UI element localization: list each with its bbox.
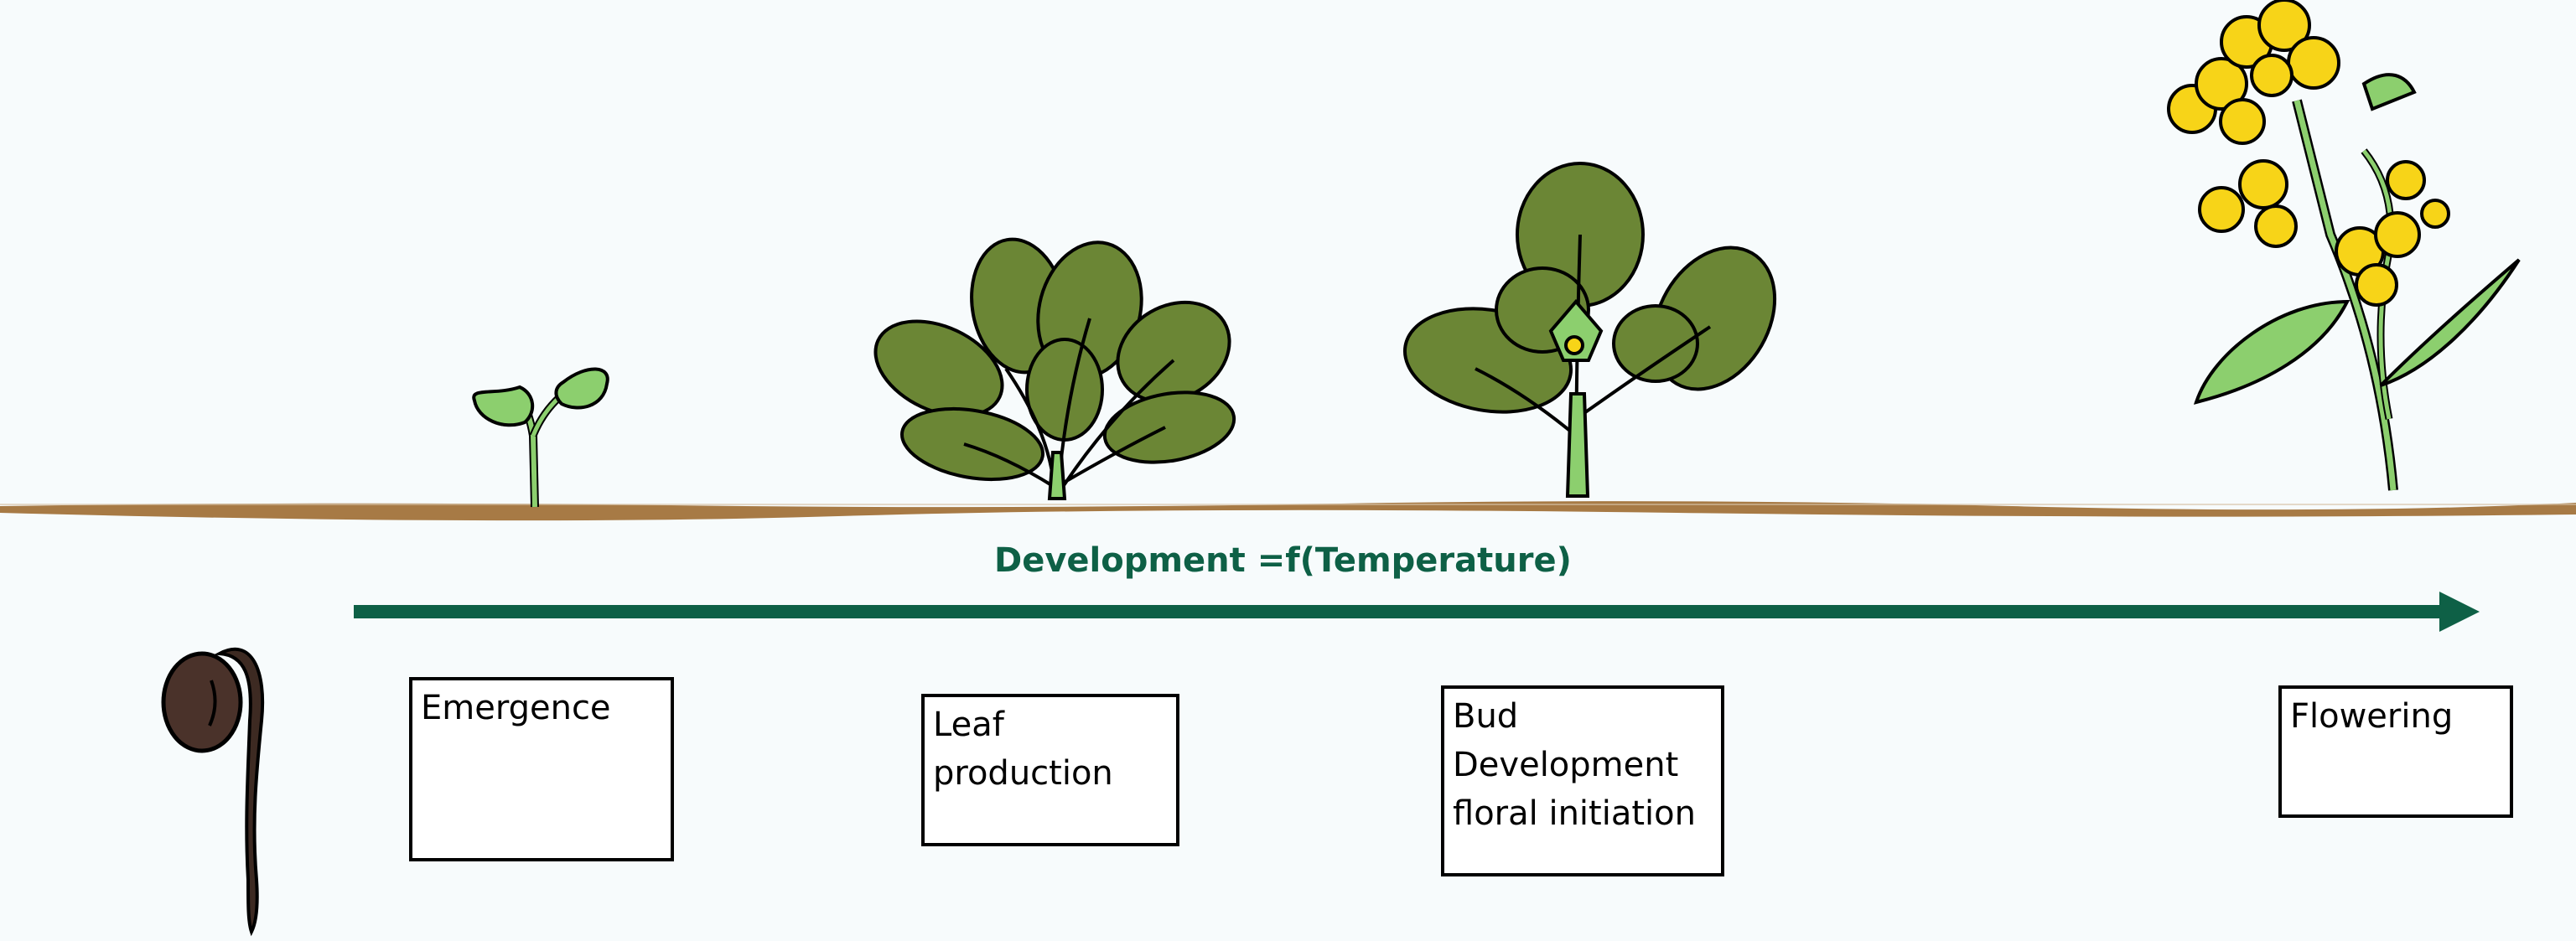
diagram-title: Development =f(Temperature)	[994, 541, 1572, 580]
rosette-icon	[873, 237, 1236, 500]
stage-label: floral initiation	[1453, 794, 1696, 833]
stage-box-bud-development: Bud Development floral initiation	[1441, 685, 1724, 876]
stage-label: Development	[1453, 746, 1679, 784]
stage-label: Leaf	[933, 706, 1004, 744]
stage-box-emergence: Emergence	[409, 677, 674, 861]
flowering-plant-icon	[2167, 0, 2521, 491]
stage-label: Flowering	[2290, 697, 2454, 736]
timeline-arrow	[354, 592, 2480, 632]
stage-box-leaf-production: Leaf production	[921, 694, 1179, 846]
stage-box-flowering: Flowering	[2278, 685, 2513, 818]
budding-plant-icon	[1402, 162, 1777, 498]
soil-line	[0, 501, 2576, 521]
stage-label: Bud	[1453, 697, 1519, 736]
stage-label: Emergence	[421, 689, 611, 727]
stage-label: production	[933, 754, 1113, 793]
seedling-icon	[472, 367, 609, 508]
seed-icon	[161, 647, 265, 937]
